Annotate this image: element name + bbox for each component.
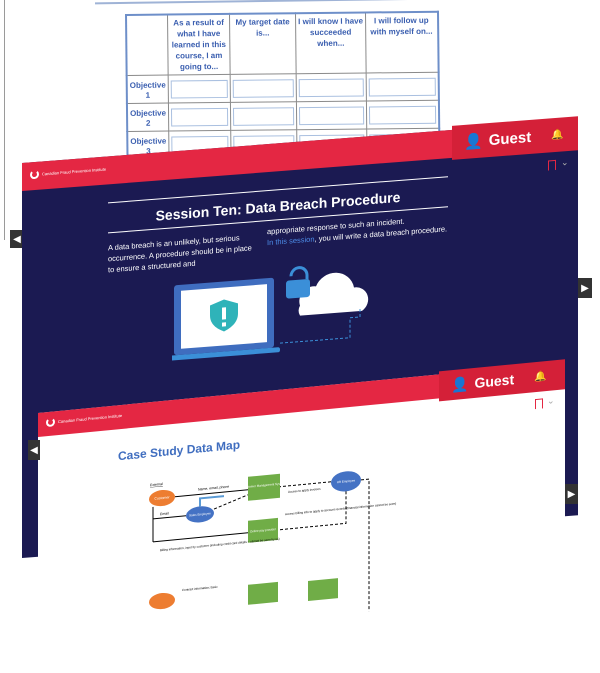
node-label: Sales Employee [189, 511, 211, 517]
user-label: Guest [474, 371, 515, 391]
logo: Canadian Fraud Prevention Institute [46, 411, 126, 428]
edge-label: Access billing info to apply to account … [285, 502, 396, 517]
edge-label: Contract information; basic [182, 585, 218, 592]
user-icon: 👤 [464, 132, 483, 151]
case-study-slide: Canadian Fraud Prevention Institute 👤 Gu… [38, 359, 565, 673]
chevron-down-icon[interactable]: ⌄ [547, 395, 555, 406]
answer-textarea[interactable] [171, 107, 229, 127]
customer-node [149, 592, 175, 610]
column-header: I will follow up with myself on... [365, 11, 439, 73]
node-label: Online pay provider [250, 527, 276, 533]
row-label: Objective 2 [126, 103, 169, 132]
bell-icon[interactable]: 🔔 [551, 128, 564, 141]
column-header: My target date is... [229, 13, 297, 75]
edge-label: Email [160, 511, 169, 516]
unlocked-lock-icon [289, 266, 309, 280]
session-link[interactable]: In this session [267, 234, 315, 248]
cms-node [248, 473, 280, 501]
logo: Canadian Fraud Prevention Institute [30, 164, 110, 180]
column-header: As a result of what I have learned in th… [167, 13, 231, 76]
node-label: Customer Management System [243, 481, 286, 489]
chevron-down-icon[interactable]: ⌄ [561, 156, 569, 168]
bookmark-icon[interactable] [535, 398, 543, 410]
online-pay-node [248, 517, 278, 543]
node-label: Customer [154, 495, 170, 501]
edge-label: Access to apply invoices [288, 487, 321, 494]
answer-textarea[interactable] [170, 79, 228, 99]
divider [95, 0, 435, 5]
node-label: HR Employee [337, 478, 356, 484]
prev-page-button[interactable]: ◀ [10, 230, 24, 248]
success-textarea[interactable] [298, 78, 364, 98]
date-textarea[interactable] [233, 107, 295, 126]
data-map-diagram: External Customer Name, email, phone Cus… [149, 471, 396, 620]
section-label: External [150, 482, 163, 487]
prev-slide-button[interactable]: ◀ [28, 440, 40, 460]
followup-textarea[interactable] [368, 105, 436, 125]
user-icon: 👤 [451, 375, 469, 393]
success-textarea[interactable] [299, 106, 365, 126]
sales-employee-node [186, 506, 214, 523]
data-breach-illustration [172, 266, 369, 361]
date-textarea[interactable] [232, 79, 294, 98]
bell-icon[interactable]: 🔔 [534, 370, 547, 383]
corner-cell [126, 14, 169, 76]
followup-textarea[interactable] [368, 77, 436, 97]
session-slide: Canadian Fraud Prevention Institute 👤 Gu… [22, 116, 578, 558]
slide-title: Case Study Data Map [118, 437, 241, 464]
column-header: I will know I have succeeded when... [295, 12, 367, 74]
cloud-icon [298, 272, 369, 316]
user-label: Guest [488, 128, 532, 149]
next-slide-button[interactable]: ▶ [565, 484, 578, 504]
customer-node [149, 489, 175, 507]
row-label: Objective 1 [126, 75, 169, 104]
bookmark-icon[interactable] [548, 159, 556, 171]
next-slide-button[interactable]: ▶ [578, 278, 592, 298]
edge-label: Name, email, phone [198, 485, 229, 492]
hr-employee-node [331, 471, 361, 492]
